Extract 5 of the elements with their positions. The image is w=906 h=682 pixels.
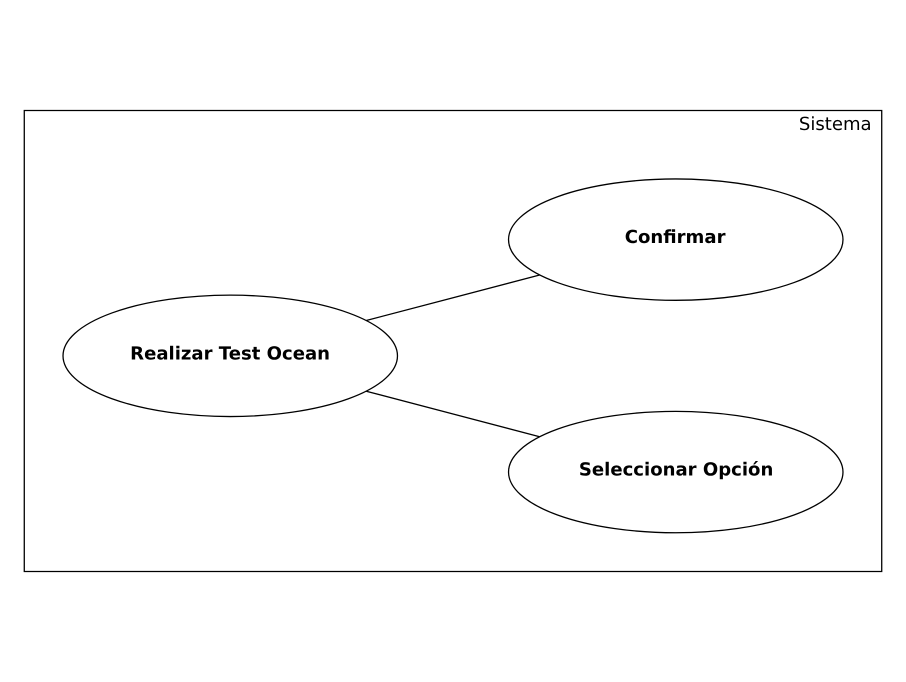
connector (366, 390, 540, 438)
node-ellipse: Seleccionar Opción (508, 410, 844, 534)
connector (366, 274, 540, 322)
node-ellipse: Confirmar (508, 178, 844, 301)
node-ellipse: Realizar Test Ocean (62, 294, 398, 418)
